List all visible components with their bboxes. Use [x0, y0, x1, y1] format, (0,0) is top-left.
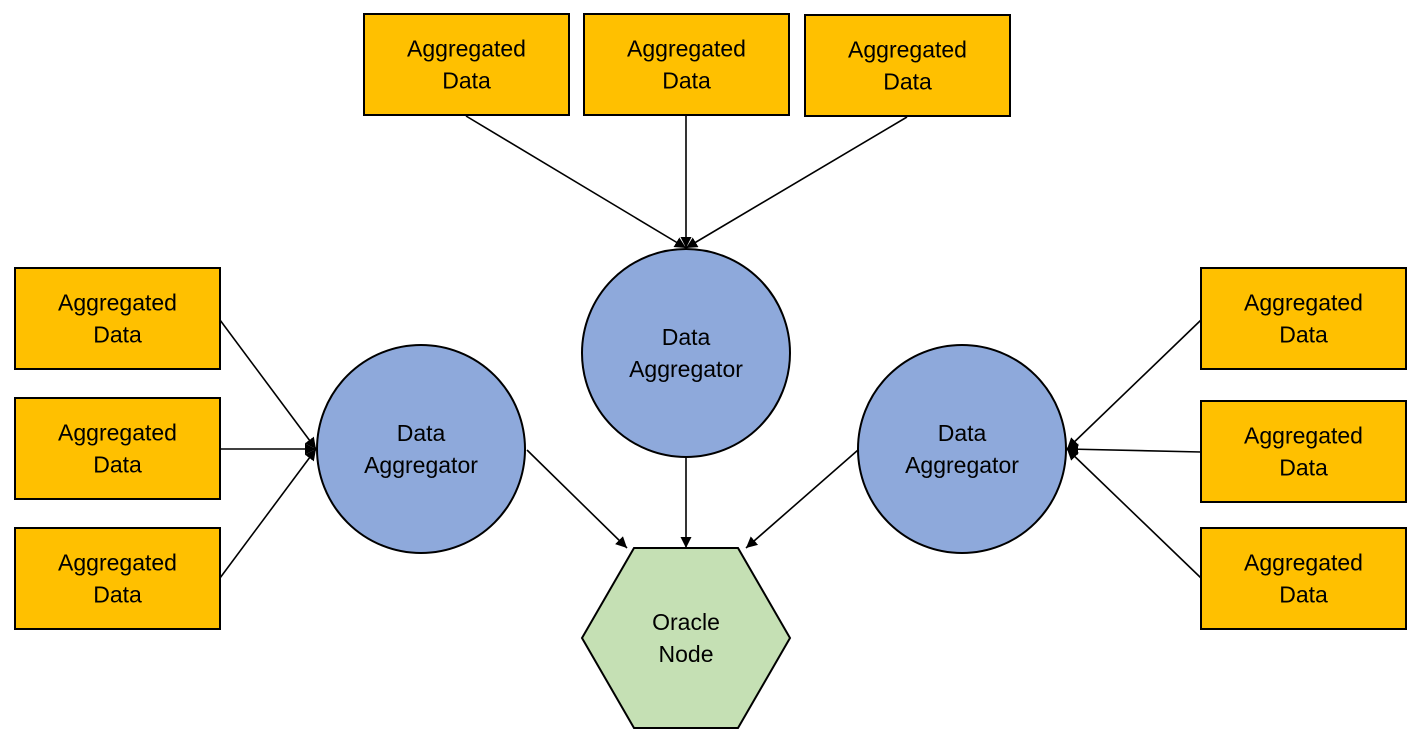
arrow-left-data-1-to-aggregator-left: [219, 319, 317, 450]
arrow-left-data-3-to-aggregator-left: [219, 448, 317, 579]
node-label-line1: Aggregated: [1244, 290, 1363, 316]
data-box-shape: [1200, 400, 1407, 503]
arrow-right-data-3-to-aggregator-right: [1066, 448, 1202, 579]
arrow-aggregator-right-to-oracle: [745, 449, 859, 549]
data-box-shape: [363, 13, 570, 116]
edges-layer: [219, 115, 1202, 579]
oracle-hexagon-shape: [580, 547, 792, 729]
node-label-line2: Aggregator: [629, 356, 743, 382]
node-label-line1: Aggregated: [848, 37, 967, 63]
node-label-line1: Aggregated: [1244, 550, 1363, 576]
data-box-shape: [804, 14, 1011, 117]
node-label-line2: Data: [442, 68, 491, 94]
arrow-right-data-1-to-aggregator-right: [1066, 319, 1202, 450]
arrow-aggregator-left-to-oracle: [526, 449, 628, 549]
node-label-line1: Aggregated: [407, 36, 526, 62]
data-box-shape: [1200, 267, 1407, 370]
node-label-line1: Data: [938, 420, 987, 446]
node-label-line1: Aggregated: [58, 290, 177, 316]
node-label-line2: Aggregator: [364, 452, 478, 478]
node-label-line2: Aggregator: [905, 452, 1019, 478]
node-label-line1: Aggregated: [58, 550, 177, 576]
node-label-line1: Aggregated: [58, 420, 177, 446]
aggregator-circle-shape: [316, 344, 526, 554]
node-label-line1: Aggregated: [1244, 423, 1363, 449]
aggregator-circle-shape: [857, 344, 1067, 554]
data-box-shape: [14, 527, 221, 630]
node-label-line2: Data: [1279, 322, 1328, 348]
node-label-line2: Data: [883, 69, 932, 95]
arrow-top-data-1-to-aggregator-center: [465, 115, 687, 249]
arrow-top-data-3-to-aggregator-center: [685, 116, 908, 249]
node-label-line2: Data: [93, 322, 142, 348]
data-box-shape: [583, 13, 790, 116]
data-box-shape: [1200, 527, 1407, 630]
data-box-shape: [14, 397, 221, 500]
data-box-shape: [14, 267, 221, 370]
node-label-line1: Aggregated: [627, 36, 746, 62]
aggregator-circle-shape: [581, 248, 791, 458]
node-label-line2: Node: [659, 641, 714, 667]
node-label-line1: Data: [397, 420, 446, 446]
node-label-line2: Data: [93, 582, 142, 608]
node-label-line2: Data: [93, 452, 142, 478]
nodes-layer: AggregatedDataAggregatedDataAggregatedDa…: [14, 13, 1407, 729]
arrow-right-data-2-to-aggregator-right: [1066, 443, 1202, 455]
node-label-line2: Data: [1279, 582, 1328, 608]
node-label-line1: Oracle: [652, 609, 720, 635]
node-label-line2: Data: [662, 68, 711, 94]
node-label-line2: Data: [1279, 455, 1328, 481]
node-label-line1: Data: [662, 324, 711, 350]
